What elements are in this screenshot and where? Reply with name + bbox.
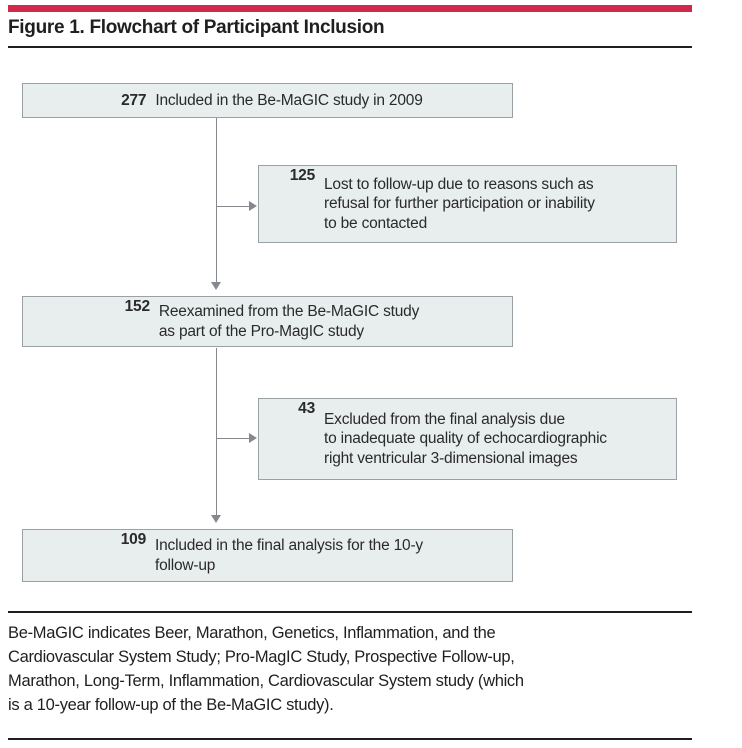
description-line: as part of the Pro-MagIC study bbox=[158, 322, 364, 340]
box-description: Included in the Be-MaGIC study in 2009 bbox=[155, 91, 422, 111]
connector-line-branch-1 bbox=[216, 206, 250, 208]
description-line: Reexamined from the Be-MaGIC study bbox=[158, 303, 420, 320]
connector-line-vertical-2 bbox=[215, 348, 217, 516]
box-description: Excluded from the final analysis due to … bbox=[324, 410, 607, 469]
description-line: refusal for further participation or ina… bbox=[324, 195, 595, 213]
flow-box-reexamined: 152 Reexamined from the Be-MaGIC study a… bbox=[22, 296, 513, 347]
arrow-down-icon bbox=[210, 282, 221, 290]
participant-count: 277 bbox=[121, 91, 147, 109]
description-line: to inadequate quality of echocardiograph… bbox=[324, 430, 607, 448]
description-line: follow-up bbox=[155, 556, 216, 574]
arrow-down-icon bbox=[210, 515, 221, 523]
box-description: Reexamined from the Be-MaGIC study as pa… bbox=[159, 302, 419, 341]
title-divider bbox=[8, 46, 692, 48]
footnote-line: is a 10-year follow-up of the Be-MaGIC s… bbox=[8, 696, 334, 714]
participant-count: 43 bbox=[298, 400, 315, 417]
description-line: Lost to follow-up due to reasons such as bbox=[324, 175, 594, 193]
participant-count: 125 bbox=[289, 167, 315, 184]
description-line: Excluded from the final analysis due bbox=[324, 410, 565, 428]
description-line: right ventricular 3-dimensional images bbox=[324, 449, 578, 467]
connector-line-vertical-1 bbox=[215, 118, 217, 283]
flow-box-excluded: 43 Excluded from the final analysis due … bbox=[258, 398, 677, 480]
footnote-line: Cardiovascular System Study; Pro-MagIC S… bbox=[8, 648, 515, 666]
flow-box-included-2009: 277 Included in the Be-MaGIC study in 20… bbox=[22, 83, 513, 118]
footnote-line: Marathon, Long-Term, Inflammation, Cardi… bbox=[8, 672, 524, 690]
flow-box-final-analysis: 109 Included in the final analysis for t… bbox=[22, 529, 513, 582]
arrow-right-icon bbox=[249, 433, 257, 443]
participant-count: 109 bbox=[120, 531, 146, 548]
footnote-divider-top bbox=[8, 611, 692, 613]
arrow-right-icon bbox=[249, 201, 257, 211]
box-description: Lost to follow-up due to reasons such as… bbox=[324, 175, 595, 234]
connector-line-branch-2 bbox=[216, 438, 250, 440]
description-line: to be contacted bbox=[324, 214, 427, 232]
box-description: Included in the final analysis for the 1… bbox=[155, 536, 423, 575]
footnote-line: Be-MaGIC indicates Beer, Marathon, Genet… bbox=[8, 624, 496, 642]
description-line: Included in the final analysis for the 1… bbox=[155, 537, 423, 554]
footnote: Be-MaGIC indicates Beer, Marathon, Genet… bbox=[8, 621, 692, 717]
description-line: Included in the Be-MaGIC study in 2009 bbox=[155, 91, 423, 109]
participant-count: 152 bbox=[124, 298, 150, 315]
accent-bar bbox=[8, 5, 692, 12]
figure-title: Figure 1. Flowchart of Participant Inclu… bbox=[8, 17, 385, 38]
flow-box-lost-to-followup: 125 Lost to follow-up due to reasons suc… bbox=[258, 165, 677, 243]
footnote-divider-bottom bbox=[8, 738, 692, 740]
